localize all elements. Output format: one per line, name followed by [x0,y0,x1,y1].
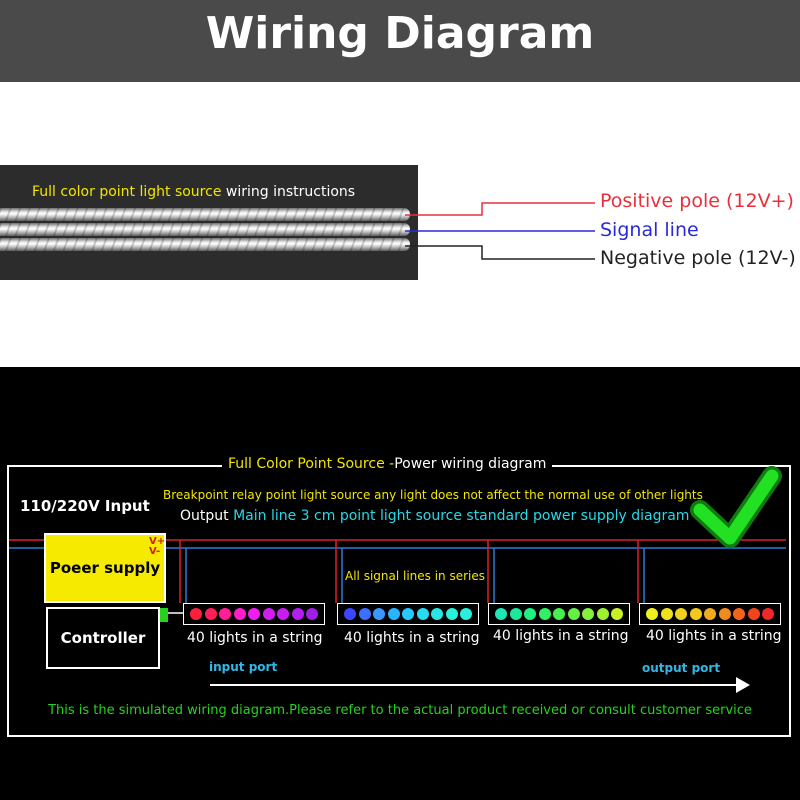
led-dot [306,608,318,620]
led-string-4 [639,603,781,625]
led-dot [262,608,275,620]
led-dot [445,608,458,620]
footer-note: This is the simulated wiring diagram.Ple… [48,703,752,718]
led-dot [387,608,400,620]
led-dot [660,608,673,620]
output-port-label: output port [642,661,721,675]
led-dot [509,608,522,620]
led-dot [646,608,658,620]
led-dot [219,608,231,620]
led-dot [233,608,246,620]
led-dot [553,608,565,620]
negative-leader-line [405,245,595,260]
cable-caption-rest: wiring instructions [221,184,356,200]
led-dot [495,608,507,620]
positive-cable-strand [0,208,410,221]
led-string-3-label: 40 lights in a string [493,628,629,644]
negative-cable-strand [0,238,410,251]
controller-label: Controller [60,629,146,647]
power-supply-box: Poeer supply V+ V- [44,533,166,603]
output-note-prefix: Output [180,508,234,524]
led-dot [582,608,594,620]
led-dot [762,608,774,620]
led-dot [611,608,623,620]
led-dot [538,608,551,620]
signal-line-label: Signal line [600,219,699,241]
page-title: Wiring Diagram [205,8,595,59]
led-dot [402,608,414,620]
led-dot [344,608,356,620]
signal-arrow-head [736,677,750,693]
led-dot [689,608,702,620]
positive-pole-label: Positive pole (12V+) [600,190,794,212]
led-dot [204,608,217,620]
led-string-2 [337,603,479,625]
led-dot [358,608,371,620]
controller-connector [158,608,168,622]
led-dot [718,608,731,620]
output-note: Output Main line 3 cm point light source… [180,508,689,524]
led-dot [704,608,716,620]
led-dot [675,608,687,620]
led-dot [567,608,580,620]
led-dot [190,608,202,620]
led-dot [747,608,760,620]
controller-box: Controller [46,607,160,669]
title-bar [0,0,800,82]
vminus-label: V- [149,546,161,557]
led-dot [416,608,429,620]
power-supply-label: Poeer supply [49,559,161,577]
breakpoint-note: Breakpoint relay point light source any … [163,488,703,502]
led-dot [373,608,385,620]
led-string-1-label: 40 lights in a string [187,630,323,646]
led-dot [460,608,472,620]
cable-photo [0,165,418,280]
led-dot [248,608,260,620]
led-string-4-label: 40 lights in a string [646,628,782,644]
frame-title-highlight: Full Color Point Source - [228,456,395,472]
mains-input-label: 110/220V Input [20,497,150,515]
diagram-frame-title: Full Color Point Source -Power wiring di… [222,456,553,472]
input-port-label: input port [209,660,278,674]
led-string-2-label: 40 lights in a string [344,630,480,646]
cable-caption: Full color point light source wiring ins… [32,184,355,200]
led-dot [524,608,536,620]
output-note-highlight: Main line 3 cm point light source standa… [233,508,690,524]
led-dot [596,608,609,620]
signal-series-note: All signal lines in series [345,569,486,583]
negative-pole-label: Negative pole (12V-) [600,247,796,269]
led-dot [291,608,304,620]
signal-cable-strand [0,223,410,236]
frame-title-rest: Power wiring diagram [394,456,547,472]
cable-caption-highlight: Full color point light source [32,184,222,200]
led-dot [277,608,289,620]
led-string-1 [183,603,325,625]
vplus-label: V+ [149,536,166,547]
led-dot [733,608,745,620]
led-string-3 [488,603,630,625]
led-dot [431,608,443,620]
positive-leader-line [405,202,595,216]
